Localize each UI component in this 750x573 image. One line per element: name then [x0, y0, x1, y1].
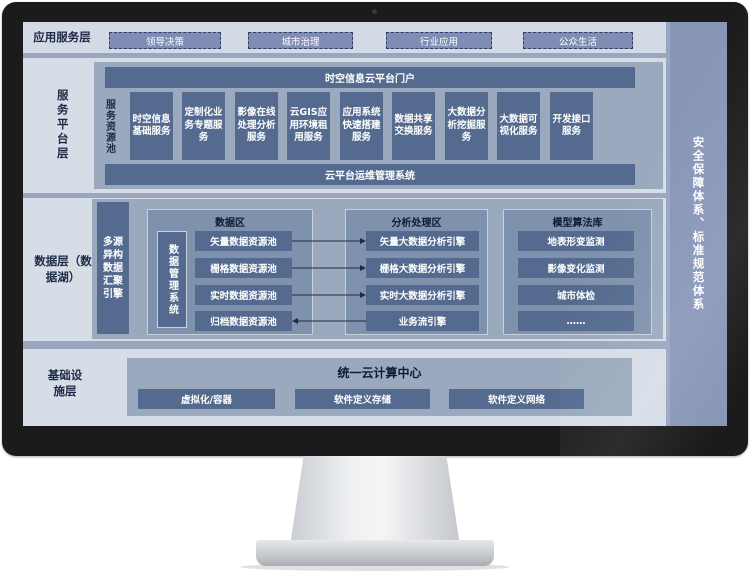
data-zone-title: 数据区: [215, 218, 245, 229]
portal-bar: 时空信息云平台门户: [105, 67, 635, 88]
data-layer-label: 数据层（数据湖）: [34, 254, 92, 284]
data-pool-item: 矢量数据资源池: [195, 231, 292, 251]
service-cell: 大数据分析挖掘服务: [445, 92, 488, 160]
analysis-engine-item: 栅格大数据分析引擎: [366, 258, 479, 278]
app-item: 城市治理: [248, 32, 353, 49]
service-cell: 云GIS应用环境租用服务: [287, 92, 330, 160]
app-item: 行业应用: [386, 32, 492, 49]
architecture-diagram: 应用服务层 领导决策 城市治理 行业应用 公众生活 服务平台层 服务资源池 时空…: [23, 22, 727, 426]
analysis-engine-item: 矢量大数据分析引擎: [366, 231, 479, 251]
ops-bar: 云平台运维管理系统: [105, 164, 635, 185]
cloud-center-title: 统一云计算中心: [337, 365, 422, 380]
monitor-stand-shadow: [240, 563, 510, 571]
model-item: 地表形变监测: [518, 231, 634, 251]
infra-layer-label: 基础设施层: [47, 368, 83, 398]
ingest-engine: 多源异构数据汇聚引擎: [97, 202, 129, 334]
monitor-stand-neck: [290, 456, 460, 546]
app-item: 公众生活: [523, 32, 633, 49]
service-cell: 应用系统快速搭建服务: [340, 92, 383, 160]
service-cell: 时空信息基础服务: [130, 92, 173, 160]
data-pool-item: 归档数据资源池: [195, 311, 292, 331]
app-layer-label: 应用服务层: [33, 29, 91, 44]
analysis-zone-title: 分析处理区: [391, 218, 442, 229]
infra-item: 软件定义网络: [449, 389, 584, 409]
infra-item: 虚拟化/容器: [138, 389, 275, 409]
model-item: 城市体检: [518, 285, 634, 305]
model-zone-title: 模型算法库: [552, 218, 603, 229]
service-cell: 定制化业务专题服务: [182, 92, 225, 160]
analysis-engine-item: 业务流引擎: [366, 311, 479, 331]
infra-item: 软件定义存储: [295, 389, 430, 409]
service-cell: 数据共享交换服务: [392, 92, 435, 160]
service-layer-label: 服务平台层: [55, 89, 70, 162]
service-pool-label: 服务资源池: [103, 98, 115, 154]
monitor-camera: [372, 9, 377, 14]
service-cell: 影像在线处理分析服务: [235, 92, 278, 160]
app-item: 领导决策: [109, 32, 221, 49]
data-pool-item: 实时数据资源池: [195, 285, 292, 305]
flow-arrows: [292, 238, 366, 324]
security-standards-column: 安全保障体系、标准规范体系: [670, 22, 727, 426]
service-cell: 大数据可视化服务: [497, 92, 540, 160]
data-pool-item: 栅格数据资源池: [195, 258, 292, 278]
data-mgmt-system: 数据管理系统: [157, 231, 187, 328]
model-item: ……: [518, 311, 634, 331]
monitor-stand-base: [256, 540, 494, 566]
service-cell: 开发接口服务: [550, 92, 593, 160]
analysis-engine-item: 实时大数据分析引擎: [366, 285, 479, 305]
model-item: 影像变化监测: [518, 258, 634, 278]
